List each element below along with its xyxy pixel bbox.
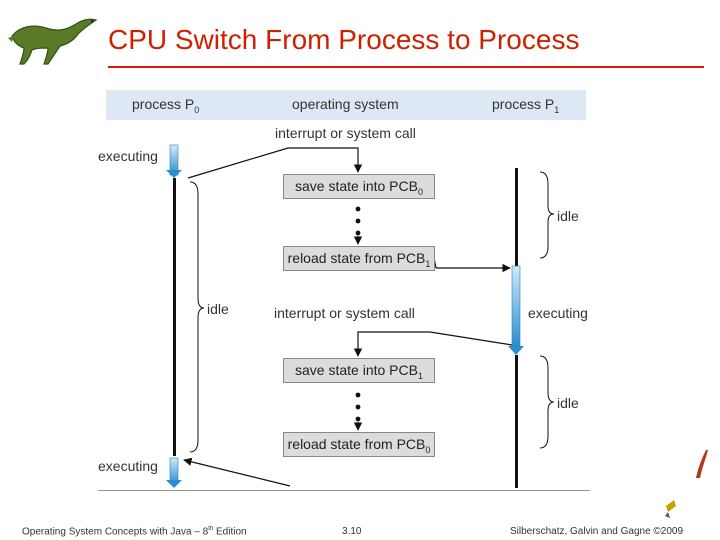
header-process-p0: process P0: [132, 96, 200, 115]
footer-page-number: 3.10: [342, 526, 362, 537]
column-header-band: [106, 90, 586, 120]
arrow-os-to-p0: [183, 457, 291, 487]
slide-title: CPU Switch From Process to Process: [108, 24, 580, 55]
p1-executing-arrowhead: [508, 346, 524, 355]
p1-idle-line-top: [515, 168, 518, 266]
p1-executing-label: executing: [528, 305, 588, 321]
p0-executing-label-top: executing: [98, 148, 158, 164]
title-underline: [108, 66, 704, 68]
p0-idle-line: [173, 178, 176, 456]
header-process-p1: process P1: [492, 96, 560, 115]
save-state-pcb0-box: save state into PCB0: [283, 174, 435, 199]
footer-book-title: Operating System Concepts with Java – 8t…: [22, 526, 247, 538]
pen-decoration: [665, 450, 708, 518]
footer-copyright: Silberschatz, Galvin and Gagne ©2009: [510, 526, 684, 537]
p1-idle-brace-top: [539, 171, 555, 259]
p1-idle-label-bottom: idle: [557, 395, 579, 411]
p0-executing-arrowhead-top: [166, 170, 182, 178]
p1-idle-line-bottom: [515, 355, 518, 488]
reload-state-pcb1-box: reload state from PCB1: [283, 246, 435, 271]
diagram-bottom-rule: [98, 490, 590, 491]
p0-executing-arrowhead-bottom: [166, 480, 182, 488]
arrow-p0-to-os: [187, 147, 363, 179]
p0-idle-label: idle: [207, 301, 229, 317]
p0-idle-brace: [189, 181, 205, 453]
dinosaur-logo: [8, 18, 98, 65]
p0-executing-label-bottom: executing: [98, 458, 158, 474]
interrupt-label-1: interrupt or system call: [275, 125, 416, 141]
reload-state-pcb0-box: reload state from PCB0: [283, 432, 435, 457]
p1-executing-bar: [511, 265, 521, 347]
header-operating-system: operating system: [292, 96, 399, 112]
interrupt-label-2: interrupt or system call: [274, 305, 415, 321]
p1-idle-brace-bottom: [539, 355, 555, 449]
save-state-pcb1-box: save state into PCB1: [283, 358, 435, 383]
p1-idle-label-top: idle: [557, 208, 579, 224]
arrow-p1-to-os: [353, 331, 513, 357]
